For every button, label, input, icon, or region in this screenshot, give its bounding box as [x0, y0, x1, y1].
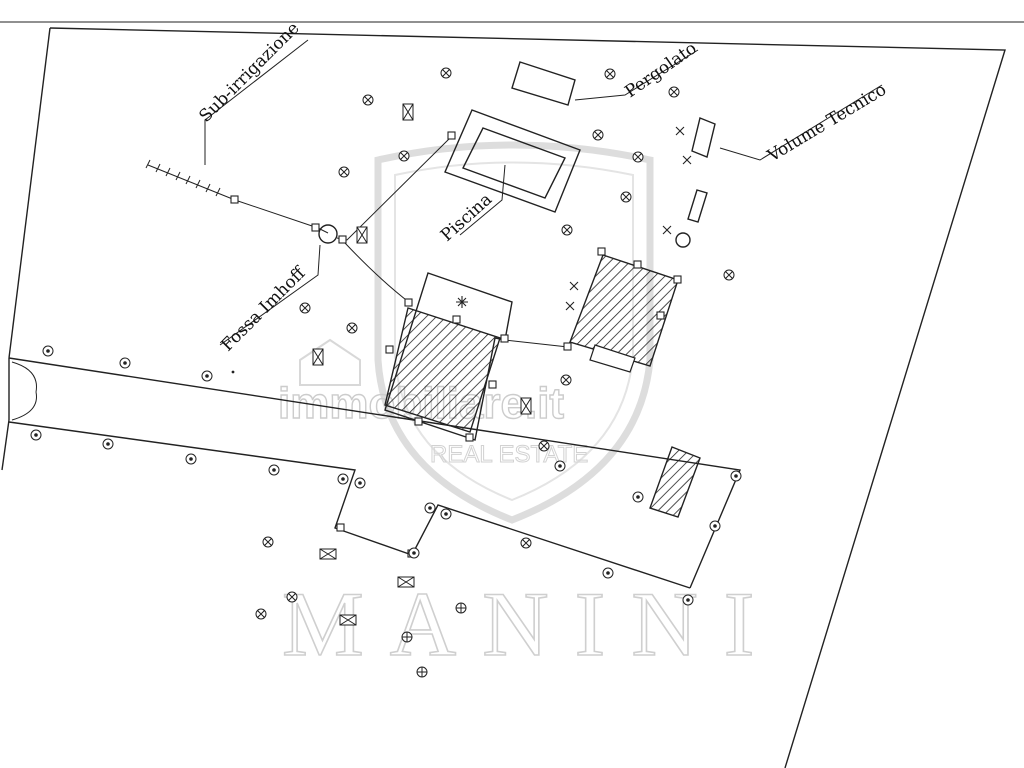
lamp-icon [339, 614, 357, 626]
tree-icon [255, 608, 267, 620]
tree-icon [538, 440, 550, 452]
shrubs [401, 602, 467, 678]
tree-icon [604, 68, 616, 80]
tree-icon [723, 269, 735, 281]
lamp-icon [402, 103, 414, 121]
tree-icon [299, 302, 311, 314]
post-icon [682, 594, 694, 606]
shed-building [649, 446, 701, 518]
tree-icon [520, 537, 532, 549]
watermark-shield-inner [394, 161, 634, 502]
post-icon [42, 345, 54, 357]
lamp-icon [319, 548, 337, 560]
post-icon [185, 453, 197, 465]
tree-icon [620, 191, 632, 203]
main-building [384, 272, 513, 441]
label-volume-tecnico: Volume Tecnico [763, 80, 890, 167]
tree-icon [561, 224, 573, 236]
tree-icon [592, 129, 604, 141]
post-icon [632, 491, 644, 503]
tree-icon [668, 86, 680, 98]
post-icon [424, 502, 436, 514]
post-icon [337, 473, 349, 485]
junction-boxes [230, 131, 682, 558]
label-sub-irrigazione: Sub-irrigazione [195, 18, 303, 126]
lamp-icon [397, 576, 415, 588]
pergola [511, 61, 576, 106]
imhoff-tank-icon [318, 224, 338, 244]
post-icon [730, 470, 742, 482]
property-boundary [1, 27, 1006, 768]
tree-icon [362, 94, 374, 106]
lamps [312, 103, 532, 626]
drainage-network [145, 131, 682, 558]
lamp-icon [312, 348, 324, 366]
post-icon [30, 429, 42, 441]
watermark-brand: MANINI [282, 573, 780, 675]
tree-icon [398, 150, 410, 162]
shrub-icon [455, 602, 467, 614]
tree-icon [346, 322, 358, 334]
post-icon [602, 567, 614, 579]
annex-building [569, 254, 679, 373]
technical-well [675, 232, 691, 248]
tree-icon [440, 67, 452, 79]
label-fossa-imhoff: Fossa Imhoff [217, 262, 310, 355]
post-icon [709, 520, 721, 532]
post-icon [354, 477, 366, 489]
technical-element [687, 189, 708, 223]
tree-icon [338, 166, 350, 178]
post-icon [119, 357, 131, 369]
boundary-posts [30, 345, 742, 606]
shrub-icon [416, 666, 428, 678]
leader-lines [204, 39, 883, 346]
post-icon [201, 370, 213, 382]
lamp-icon [356, 226, 368, 244]
post-icon [102, 438, 114, 450]
post-icon [268, 464, 280, 476]
label-piscina: Piscina [437, 190, 496, 246]
tree-icon [632, 151, 644, 163]
technical-volume [691, 117, 716, 158]
tree-icon [286, 591, 298, 603]
lamp-icon [520, 397, 532, 415]
pool [444, 109, 581, 213]
tree-icon [560, 374, 572, 386]
shrub-icon [401, 631, 413, 643]
label-pergolato: Pergolato [621, 38, 700, 102]
post-icon [408, 547, 420, 559]
post-icon [554, 460, 566, 472]
post-icon [440, 508, 452, 520]
tree-icon [262, 536, 274, 548]
dot-mark [231, 370, 235, 374]
asterisk-icon [456, 296, 468, 308]
trees [255, 67, 735, 620]
sub-irrigation-line [145, 159, 221, 197]
watermark-house-icon [299, 338, 361, 386]
x-marks [565, 126, 692, 311]
watermark-shield-icon [374, 141, 654, 524]
